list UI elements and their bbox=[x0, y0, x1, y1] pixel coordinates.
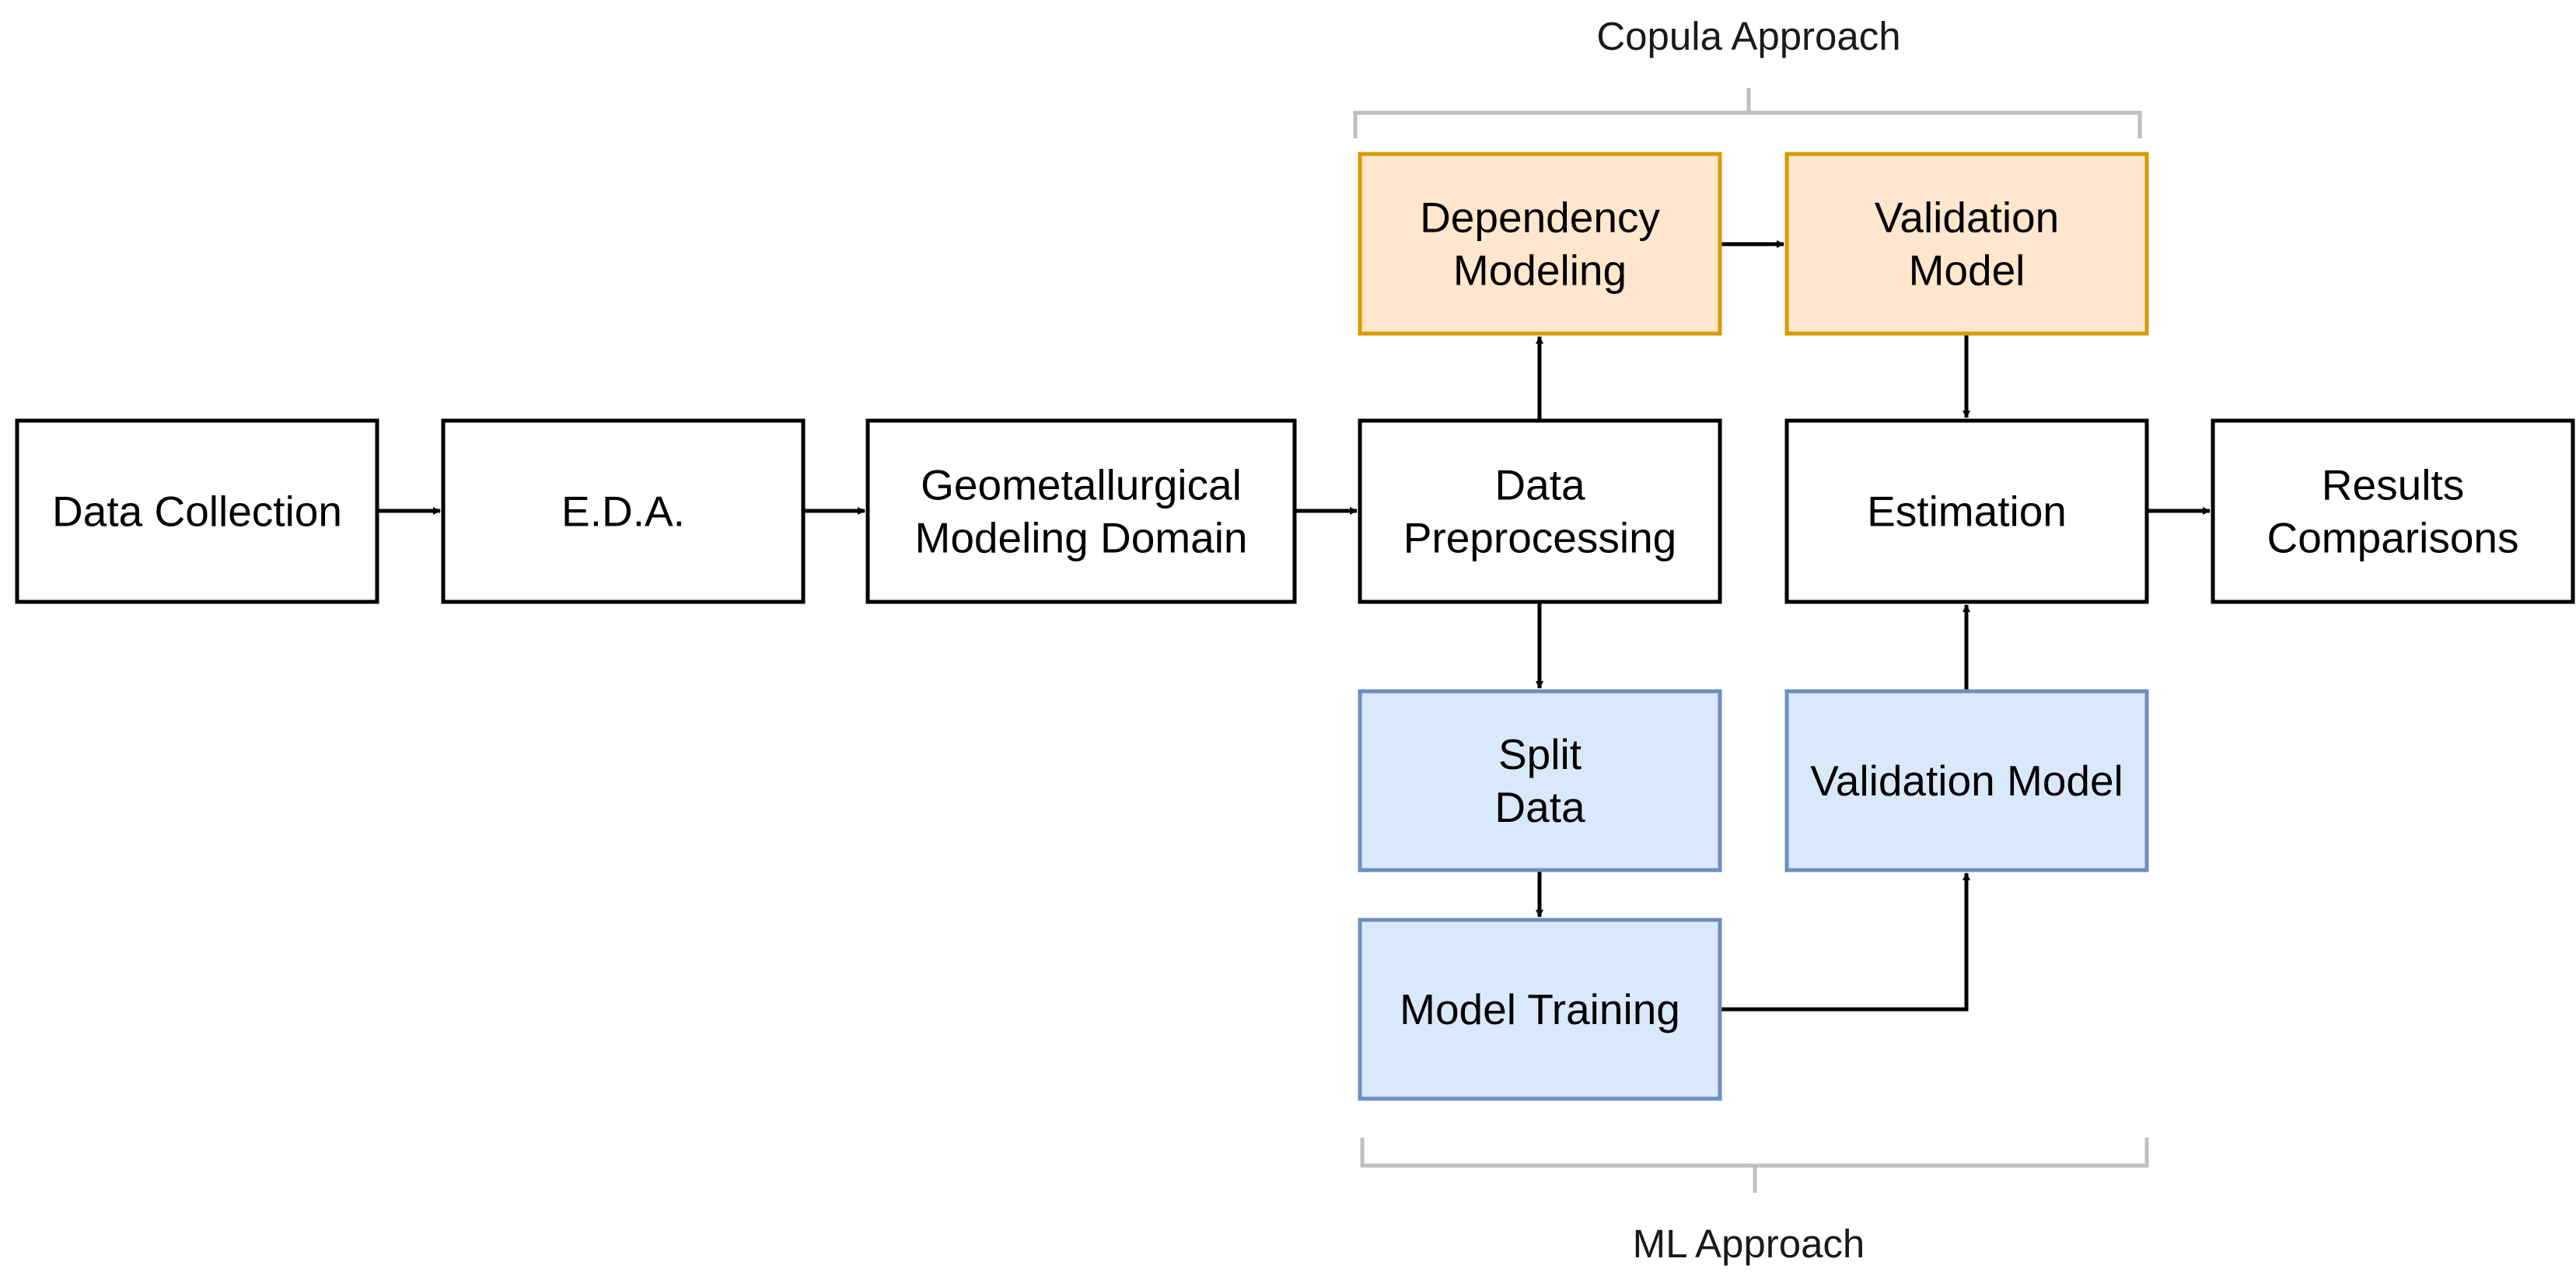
node-box bbox=[865, 418, 1297, 604]
node-box bbox=[15, 418, 379, 604]
node-box bbox=[1784, 418, 2149, 604]
node-box bbox=[2211, 418, 2575, 604]
node-label-line: Validation Model bbox=[1810, 757, 2123, 805]
node-model-training: Model Training bbox=[1358, 918, 1722, 1101]
node-label-line: Validation bbox=[1875, 194, 2059, 242]
node-data-collection: Data Collection bbox=[15, 418, 379, 604]
node-label-line: Comparisons bbox=[2267, 514, 2518, 562]
node-box bbox=[1784, 689, 2149, 872]
node-label-line: Modeling bbox=[1453, 246, 1627, 295]
node-estimation: Estimation bbox=[1784, 418, 2149, 604]
ml-approach-bracket bbox=[1360, 1138, 2149, 1193]
node-box bbox=[1358, 918, 1722, 1101]
node-eda: E.D.A. bbox=[441, 418, 806, 604]
node-ml-validation-model: Validation Model bbox=[1784, 689, 2149, 872]
node-label-line: Model Training bbox=[1400, 985, 1680, 1033]
node-box bbox=[1358, 418, 1722, 604]
node-label-line: Estimation bbox=[1867, 488, 2067, 536]
edge-training-to-ml-validation bbox=[1720, 872, 1970, 1012]
node-label-line: Split bbox=[1498, 730, 1582, 778]
group-brackets bbox=[1353, 88, 2149, 1193]
node-label-line: Preprocessing bbox=[1403, 514, 1677, 562]
node-label-line: Results bbox=[2322, 461, 2464, 509]
node-label-line: E.D.A. bbox=[561, 488, 685, 536]
node-box bbox=[1784, 152, 2149, 336]
node-label-line: Geometallurgical bbox=[921, 461, 1242, 509]
copula-approach-label: Copula Approach bbox=[1596, 14, 1900, 58]
node-box bbox=[1358, 689, 1722, 872]
node-label-line: Modeling Domain bbox=[915, 514, 1248, 562]
node-box bbox=[441, 418, 806, 604]
node-label-line: Dependency bbox=[1420, 194, 1660, 242]
node-label-line: Data bbox=[1494, 461, 1585, 509]
node-label-line: Data Collection bbox=[52, 488, 342, 536]
copula-approach-bracket bbox=[1353, 88, 2142, 138]
node-label-line: Data bbox=[1494, 783, 1585, 831]
ml-approach-label: ML Approach bbox=[1633, 1222, 1865, 1266]
edges bbox=[377, 240, 2211, 1012]
node-box bbox=[1358, 152, 1722, 336]
node-label-line: Model bbox=[1909, 246, 2025, 295]
